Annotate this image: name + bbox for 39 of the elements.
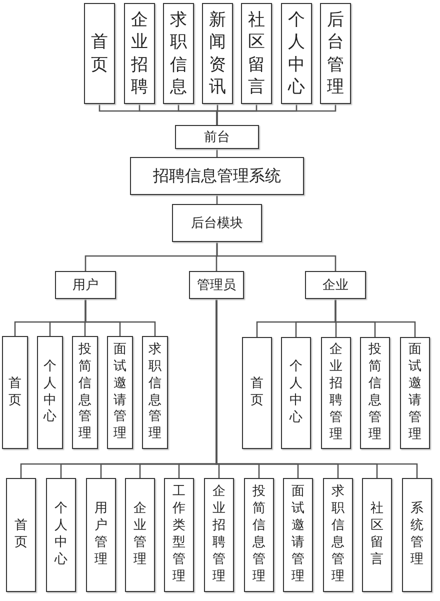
module-box: 系统管理 — [402, 478, 432, 592]
module-box: 首页 — [6, 478, 36, 592]
module-box: 工作类型管理 — [164, 478, 194, 592]
module-box: 投简信息管理 — [244, 478, 274, 592]
category-box: 招聘信息管理系统 — [130, 157, 304, 195]
category-box: 前台 — [175, 125, 259, 149]
module-box: 企业招聘管理 — [204, 478, 234, 592]
module-box: 社区留言 — [362, 478, 392, 592]
connector-line — [216, 242, 336, 271]
module-box: 首页 — [242, 337, 272, 449]
module-box: 投简信息管理 — [360, 337, 390, 449]
module-box: 面试邀请管理 — [400, 337, 430, 449]
connector-line — [216, 299, 418, 478]
module-box: 后台管理 — [320, 3, 351, 104]
category-box: 管理员 — [189, 271, 244, 299]
module-box: 新闻资讯 — [202, 3, 233, 104]
module-box: 个人中心 — [37, 336, 63, 449]
module-box: 社区留言 — [241, 3, 272, 104]
module-box: 个人中心 — [46, 478, 76, 592]
category-box: 后台模块 — [172, 204, 262, 242]
category-box: 用户 — [55, 271, 116, 299]
module-box: 首页 — [2, 336, 28, 449]
module-box: 企业招聘 — [124, 3, 155, 104]
module-box: 投简信息管理 — [72, 336, 98, 449]
module-box: 求职信息 — [163, 3, 194, 104]
module-box: 首页 — [84, 3, 115, 104]
module-box: 个人中心 — [281, 3, 312, 104]
module-box: 求职信息管理 — [323, 478, 353, 592]
category-box: 企业 — [305, 271, 366, 299]
connector-line — [334, 299, 416, 337]
module-box: 企业管理 — [125, 478, 155, 592]
connector-line — [216, 104, 336, 125]
module-box: 个人中心 — [281, 337, 311, 449]
connector-line — [84, 299, 156, 336]
module-box: 面试邀请管理 — [283, 478, 313, 592]
module-box: 面试邀请管理 — [107, 336, 133, 449]
module-box: 求职信息管理 — [142, 336, 168, 449]
module-box: 企业招聘管理 — [321, 337, 351, 449]
module-box: 用户管理 — [86, 478, 116, 592]
